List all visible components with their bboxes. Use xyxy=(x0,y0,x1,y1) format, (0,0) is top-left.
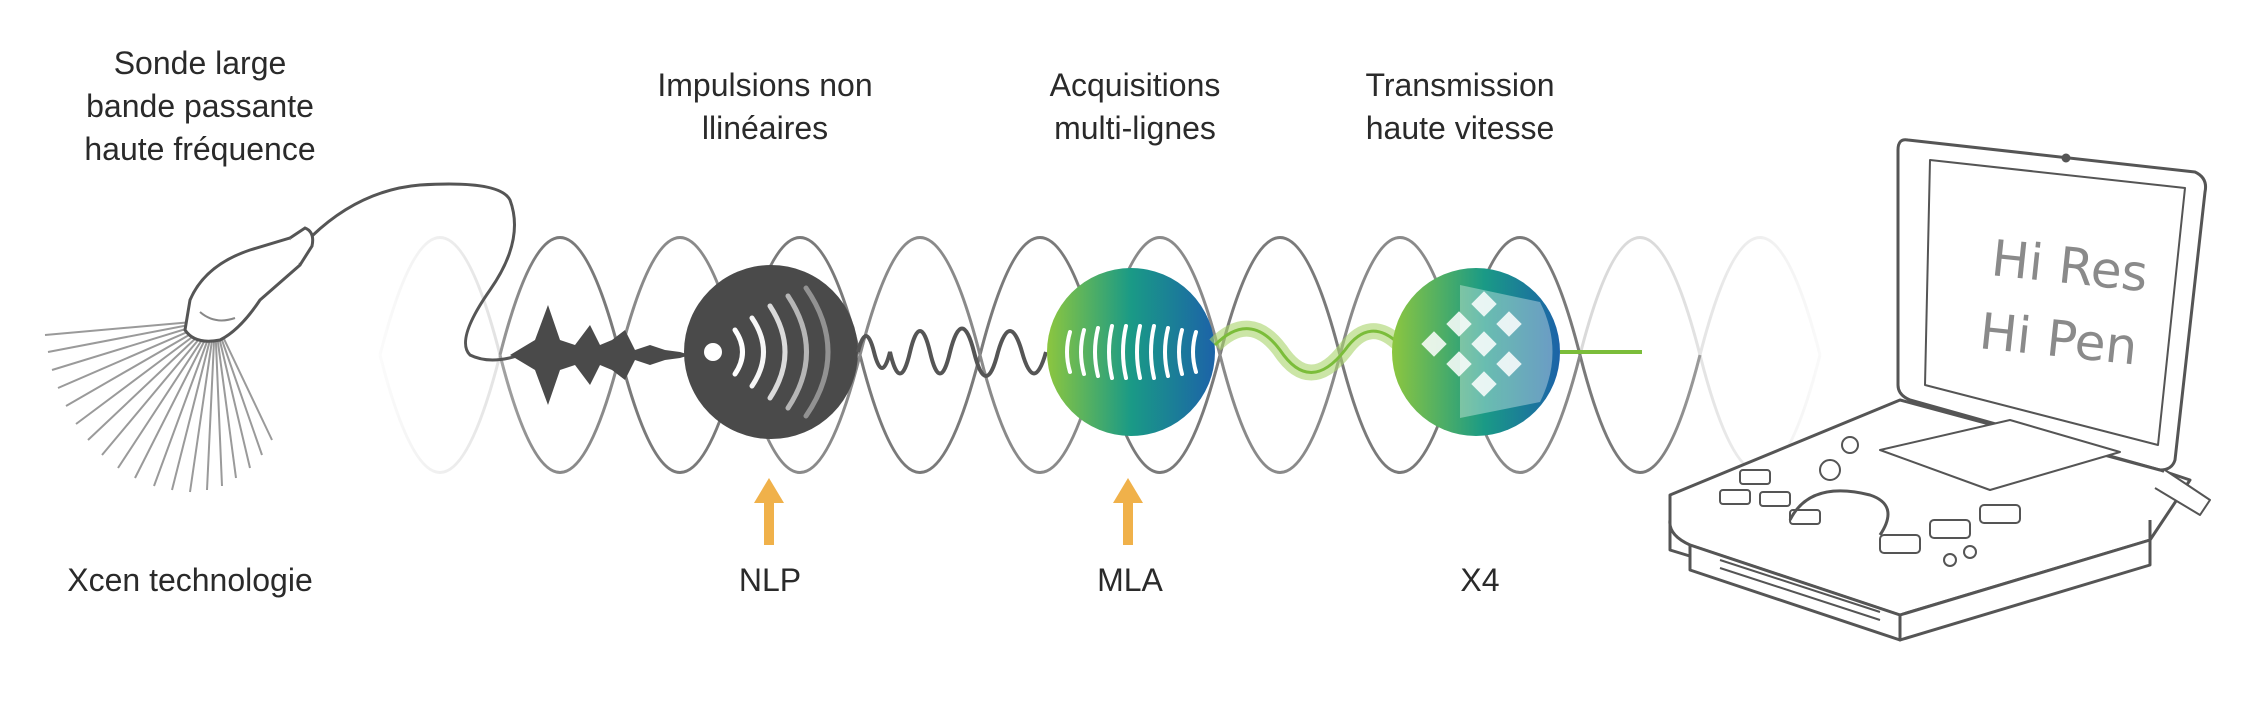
xcen-label: Xcen technologie xyxy=(67,562,313,598)
mla-label: MLA xyxy=(1097,562,1163,598)
x4-top-label-line2: haute vitesse xyxy=(1365,110,1555,146)
probe-cable xyxy=(310,182,521,362)
nlp-top-label-line1: Impulsions non xyxy=(657,67,873,103)
nlp-label: NLP xyxy=(738,562,802,598)
x4-top-label: Transmission haute vitesse xyxy=(1335,64,1585,150)
oscillation-wave xyxy=(856,326,1048,378)
multi-line-beam-icon xyxy=(1047,268,1215,436)
arrow-up-icon xyxy=(1113,478,1143,545)
arrow-up-icon xyxy=(754,478,784,545)
parallel-transmission-icon xyxy=(1392,268,1560,436)
probe-label-line1: Sonde large xyxy=(113,45,287,81)
pulse-train xyxy=(510,305,690,405)
mla-top-label-line2: multi-lignes xyxy=(1054,110,1216,146)
wave-dark-b xyxy=(498,236,1582,474)
probe-beam xyxy=(44,319,273,493)
x4-label: X4 xyxy=(1460,562,1500,598)
probe-label: Sonde large bande passante haute fréquen… xyxy=(60,42,340,171)
nlp-top-label-line2: llinéaires xyxy=(701,110,829,146)
ribbon-wave xyxy=(1209,320,1406,381)
probe-label-line3: haute fréquence xyxy=(84,131,316,167)
portable-ultrasound-system-icon xyxy=(1668,138,2211,642)
probe-label-line2: bande passante xyxy=(86,88,314,124)
mla-top-label-line1: Acquisitions xyxy=(1049,67,1221,103)
pulse-emission-icon xyxy=(684,265,858,439)
nlp-top-label: Impulsions non llinéaires xyxy=(620,64,910,150)
ultrasound-probe-icon xyxy=(44,182,521,493)
x4-top-label-line1: Transmission xyxy=(1365,67,1555,103)
mla-top-label: Acquisitions multi-lignes xyxy=(1010,64,1260,150)
